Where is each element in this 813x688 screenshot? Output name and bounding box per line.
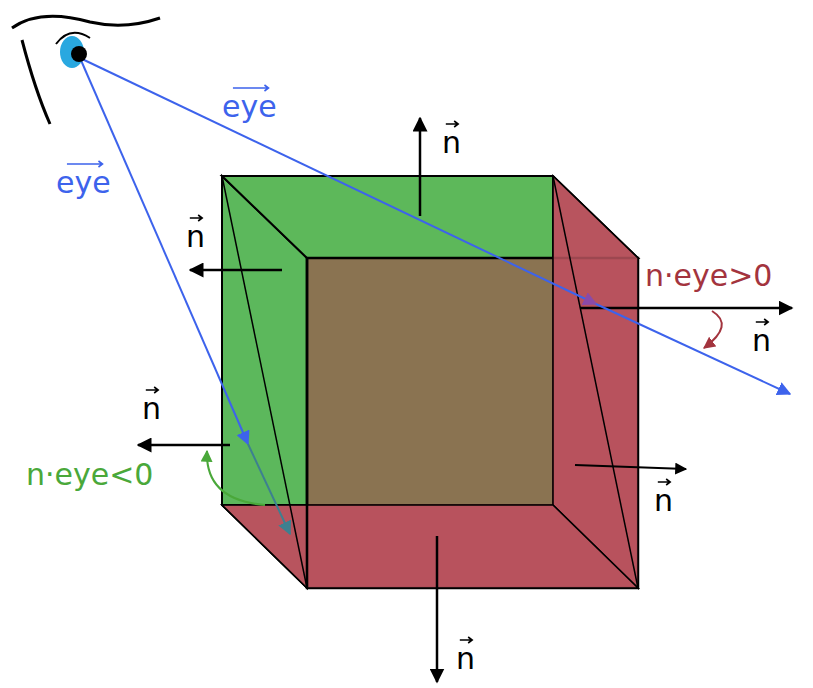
normal-arrow xyxy=(419,118,422,216)
normal-arrow xyxy=(138,444,230,447)
normal-arrow xyxy=(575,465,686,469)
normal-arrow xyxy=(580,307,792,310)
label-text: n·eye>0 xyxy=(645,258,772,293)
label-text: n xyxy=(654,483,673,518)
vector-label: n xyxy=(442,126,461,160)
eye-lid xyxy=(12,16,160,28)
label-text: n xyxy=(142,391,161,426)
vector-label: n xyxy=(186,220,205,254)
vector-accent-arrow xyxy=(756,319,768,325)
vector-accent-arrow xyxy=(460,637,472,643)
vector-accent-arrow xyxy=(146,387,158,393)
vector-label: n xyxy=(752,324,771,358)
label-text: eye xyxy=(56,165,111,200)
vector-label: n xyxy=(456,642,475,676)
label-text: n xyxy=(186,219,205,254)
label-text: n xyxy=(442,125,461,160)
bottom-face-overlay xyxy=(222,505,638,588)
vector-accent-arrow xyxy=(190,215,202,221)
eye-ray xyxy=(596,304,790,394)
vector-label: n xyxy=(142,392,161,426)
label-text: n xyxy=(752,323,771,358)
vector-label: n·eye<0 xyxy=(26,458,153,492)
vector-label: n xyxy=(654,484,673,518)
vector-label: eye xyxy=(56,166,111,200)
normal-arrow xyxy=(190,269,282,272)
angle-arc xyxy=(704,311,722,348)
eye-pupil xyxy=(71,46,87,62)
vector-accent-arrow xyxy=(446,121,458,127)
label-text: eye xyxy=(222,89,277,124)
label-text: n·eye<0 xyxy=(26,457,153,492)
label-text: n xyxy=(456,641,475,676)
vector-label: eye xyxy=(222,90,277,124)
angle-arc xyxy=(207,451,265,505)
eye-ray xyxy=(80,58,596,304)
cube-edge xyxy=(306,258,309,588)
eye-ray xyxy=(248,444,290,534)
vector-label: n·eye>0 xyxy=(645,259,772,293)
normal-arrow xyxy=(436,536,439,682)
vector-accent-arrow xyxy=(233,85,269,91)
face-diagonal xyxy=(222,176,307,588)
face-diagonal xyxy=(553,176,638,588)
vector-accent-arrow xyxy=(658,479,670,485)
eye-lid xyxy=(22,40,50,124)
vector-accent-arrow xyxy=(67,161,103,167)
